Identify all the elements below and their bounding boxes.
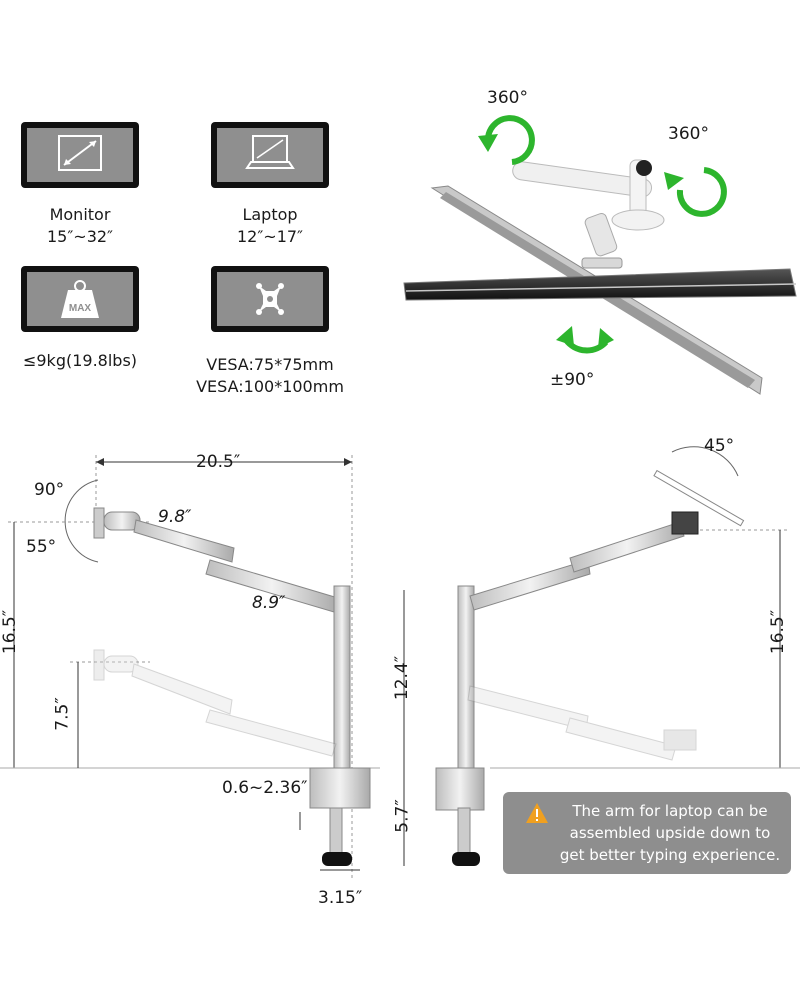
clamp-range-dimension: 0.6~2.36″ [222, 778, 308, 798]
vesa-plate-icon [211, 266, 329, 332]
lower-arm-left-ghost [93, 649, 337, 757]
desk-clamp-left [309, 767, 371, 866]
low-height-dimension: 7.5″ [52, 697, 73, 731]
right-side-view [435, 446, 800, 866]
svg-text:MAX: MAX [69, 303, 92, 314]
pole-height-dimension: 12.4″ [392, 655, 413, 701]
rotation-top-label: 360° [487, 88, 528, 108]
upper-arm-length: 9.8″ [158, 507, 192, 527]
monitor-size-icon [21, 122, 139, 188]
monitor-product-render [403, 159, 797, 395]
span-dimension: 20.5″ [196, 452, 241, 472]
weight-max-icon: MAX [21, 266, 139, 332]
warning-icon [526, 803, 548, 823]
base-width-dimension: 3.15″ [318, 888, 363, 908]
tilt-down-angle: 55° [26, 537, 57, 557]
right-height-dimension: 16.5″ [768, 609, 789, 655]
note-text: The arm for laptop can be assembled upsi… [559, 802, 781, 864]
upper-arm-left [93, 507, 351, 773]
tilt-label: ±90° [550, 370, 595, 390]
upside-down-note: The arm for laptop can be assembled upsi… [503, 792, 791, 874]
laptop-size-icon [211, 122, 329, 188]
rotate-360-top-icon [478, 115, 535, 165]
tilt-90-icon [556, 326, 614, 354]
weight-label: ≤9kg(19.8lbs) [22, 351, 138, 370]
laptop-tilt-angle: 45° [704, 436, 735, 456]
rotation-right-label: 360° [668, 124, 709, 144]
left-height-dimension: 16.5″ [0, 609, 21, 655]
lower-arm-length: 8.9″ [252, 593, 286, 613]
clamp-depth-dimension: 5.7″ [392, 799, 413, 833]
tilt-up-angle: 90° [34, 480, 65, 500]
rotate-360-right-icon [664, 167, 727, 217]
